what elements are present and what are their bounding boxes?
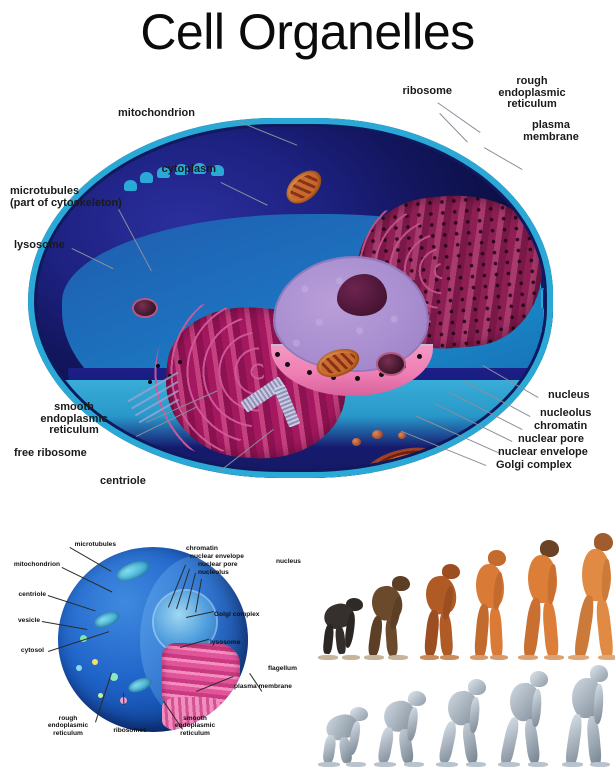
robotic-figure xyxy=(560,665,615,767)
free-ribosome xyxy=(148,380,152,384)
label-nuclear-envelope: nuclear envelope xyxy=(498,446,588,458)
small-cell-diagram: microtubules mitochondrion centriole ves… xyxy=(0,525,312,767)
s-label-plasma-membrane: plasma membrane xyxy=(234,683,292,690)
golgi-vesicle xyxy=(352,438,361,446)
s-label-lysosome: lysosome xyxy=(210,639,241,646)
s-label-chromatin: chromatin xyxy=(186,545,218,552)
label-nucleus: nucleus xyxy=(548,389,590,401)
evolution-figure xyxy=(464,550,516,660)
nuclear-pore xyxy=(275,352,280,357)
s-label-centriole: centriole xyxy=(18,591,46,598)
leader-ribosome xyxy=(439,113,468,143)
label-lysosome: lysosome xyxy=(14,239,65,251)
label-chromatin: chromatin xyxy=(534,420,588,432)
human-evolution-image xyxy=(312,533,615,660)
mitochondrion xyxy=(280,164,328,210)
s-label-cytosol: cytosol xyxy=(20,647,44,654)
golgi-vesicle xyxy=(372,430,383,439)
label-ribosome: ribosome xyxy=(402,85,452,97)
s-label-mitochondrion: mitochondrion xyxy=(13,561,60,568)
membrane-bump xyxy=(193,163,206,174)
cell-body xyxy=(28,118,553,478)
label-nucleolus: nucleolus xyxy=(540,407,592,419)
evolution-figure xyxy=(362,576,414,660)
membrane-bump xyxy=(140,172,153,183)
label-free-ribosome: free ribosome xyxy=(14,447,87,459)
microvillus xyxy=(539,350,549,368)
label-smooth-er: smooth endoplasmic reticulum xyxy=(40,401,108,436)
nuclear-pore xyxy=(307,370,312,375)
small-cell-body xyxy=(58,547,248,732)
s-label-vesicle: vesicle xyxy=(18,617,40,624)
lysosome xyxy=(378,354,404,374)
free-ribosome xyxy=(156,364,160,368)
evolution-figure xyxy=(316,594,366,660)
nucleolus xyxy=(337,274,387,316)
small-vesicle xyxy=(110,673,118,681)
s-label-rough-er: rough endoplasmic reticulum xyxy=(47,715,89,737)
robotic-figure xyxy=(318,705,374,767)
s-label-nuclear-envelope: nuclear envelope xyxy=(190,553,244,560)
small-mitochondrion xyxy=(126,674,154,696)
s-label-ribosomes: ribosomes xyxy=(113,727,147,734)
robotic-figure xyxy=(374,691,432,767)
small-mitochondrion xyxy=(114,557,152,585)
label-rough-er: rough endoplasmic reticulum xyxy=(498,75,566,110)
small-vesicle xyxy=(92,659,98,665)
membrane-bump xyxy=(211,165,224,176)
label-nuclear-pore: nuclear pore xyxy=(518,433,585,445)
nuclear-pore xyxy=(417,354,422,359)
nuclear-pore xyxy=(379,372,384,377)
evolution-figure xyxy=(568,533,615,660)
label-centriole: centriole xyxy=(100,475,146,487)
s-label-microtubules: microtubules xyxy=(74,541,116,548)
label-mitochondrion: mitochondrion xyxy=(118,107,195,119)
microvillus xyxy=(541,270,551,288)
label-cytoplasm: cytoplasm xyxy=(161,163,216,175)
lysosome xyxy=(134,300,156,316)
s-label-nucleolus: nucleolus xyxy=(198,569,229,576)
s-label-smooth-er: smooth endoplasmic reticulum xyxy=(174,715,216,737)
free-ribosome xyxy=(178,360,182,364)
nuclear-pore xyxy=(285,362,290,367)
label-microtubules: microtubules (part of cytoskeleton) xyxy=(10,185,122,209)
smooth-er-folds xyxy=(154,304,264,454)
evolution-figure xyxy=(416,564,466,660)
small-mitochondrion xyxy=(92,608,122,631)
mitochondrion-cristae xyxy=(285,170,323,204)
robotic-figure xyxy=(498,671,556,767)
label-plasma-membrane: plasma membrane xyxy=(523,119,579,143)
s-label-nuclear-pore: nuclear pore xyxy=(198,561,238,568)
evolution-figure xyxy=(516,540,570,660)
membrane-bump xyxy=(175,164,188,175)
golgi-vesicle xyxy=(398,432,406,439)
nuclear-pore xyxy=(331,375,336,380)
small-vesicle xyxy=(98,693,103,698)
membrane-bump xyxy=(124,180,137,191)
s-label-golgi-complex: Golgi complex xyxy=(214,611,260,618)
label-golgi-complex: Golgi complex xyxy=(496,459,572,471)
main-cell-diagram: mitochondrion ribosome rough endoplasmic… xyxy=(0,70,615,520)
microvillus xyxy=(533,368,543,386)
s-label-flagellum: flagellum xyxy=(268,665,297,672)
membrane-bump xyxy=(157,167,170,178)
leader-plasma-membrane xyxy=(483,147,523,170)
page-title: Cell Organelles xyxy=(140,4,475,60)
robotic-evolution-image xyxy=(312,662,615,767)
nuclear-pore xyxy=(355,376,360,381)
robotic-figure xyxy=(436,679,494,767)
s-label-nucleus: nucleus xyxy=(276,558,301,565)
microvillus xyxy=(545,310,553,328)
small-vesicle xyxy=(76,665,82,671)
small-nucleus xyxy=(154,591,216,653)
